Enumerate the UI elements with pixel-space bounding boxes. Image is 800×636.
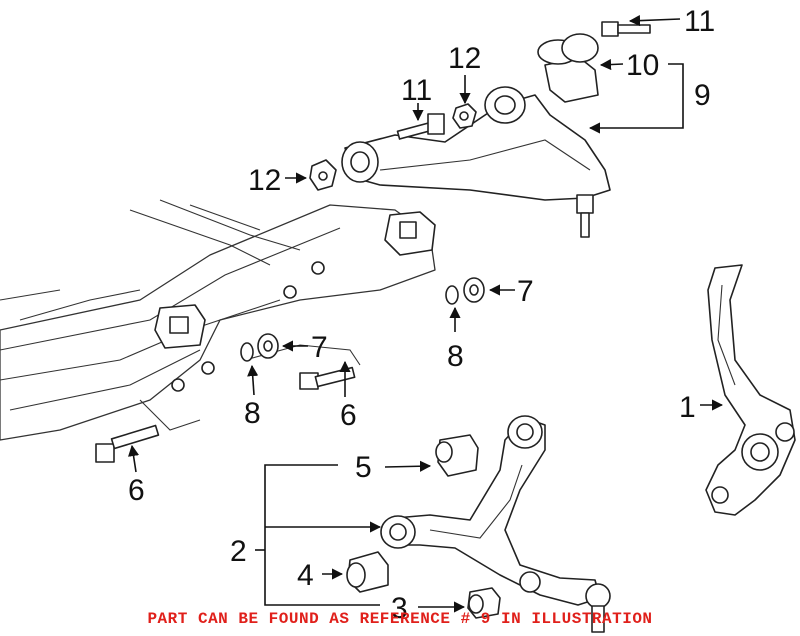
flange-nut-left [257, 333, 279, 359]
upper-arm-bushing [537, 33, 599, 103]
subframe-bolt-left [95, 424, 160, 463]
washer-right [445, 285, 459, 305]
callout-11-top: 11 [684, 5, 715, 38]
callout-12-top: 12 [448, 42, 481, 75]
subframe-crossmember [0, 199, 436, 441]
washer-left [240, 342, 254, 362]
callout-2: 2 [230, 535, 247, 568]
leader-lines [127, 15, 724, 613]
upper-arm-nut-top [452, 103, 477, 129]
lower-arm-front-bushing [346, 551, 389, 593]
flange-nut-right [463, 277, 485, 303]
callout-9: 9 [694, 79, 711, 112]
callout-6-right: 6 [340, 399, 357, 432]
subframe-bolt-right [299, 366, 356, 390]
upper-arm-bolt-top [601, 21, 651, 37]
callout-12-left: 12 [248, 164, 281, 197]
callout-7-right: 7 [517, 275, 534, 308]
callout-6-left: 6 [128, 474, 145, 507]
lower-arm-small-bushing [467, 587, 501, 619]
callout-5: 5 [355, 451, 372, 484]
lower-arm-rear-bushing [435, 434, 479, 477]
steering-knuckle [705, 264, 796, 516]
callout-numbers: 11 10 9 12 11 12 7 8 7 8 6 6 1 5 2 4 3 [128, 5, 715, 625]
callout-1: 1 [679, 391, 696, 424]
callout-7-left: 7 [311, 331, 328, 364]
upper-arm-nut-left [309, 159, 337, 191]
callout-11-middle: 11 [401, 74, 432, 107]
reference-note: PART CAN BE FOUND AS REFERENCE # 9 IN IL… [147, 610, 653, 628]
callout-10: 10 [626, 49, 659, 82]
lower-control-arm [380, 415, 611, 633]
callout-8-left: 8 [244, 397, 261, 430]
upper-arm-bolt-middle [396, 113, 445, 140]
callout-8-right: 8 [447, 340, 464, 373]
callout-4: 4 [297, 559, 314, 592]
callout-3: 3 [391, 592, 408, 625]
upper-control-arm [341, 86, 611, 238]
